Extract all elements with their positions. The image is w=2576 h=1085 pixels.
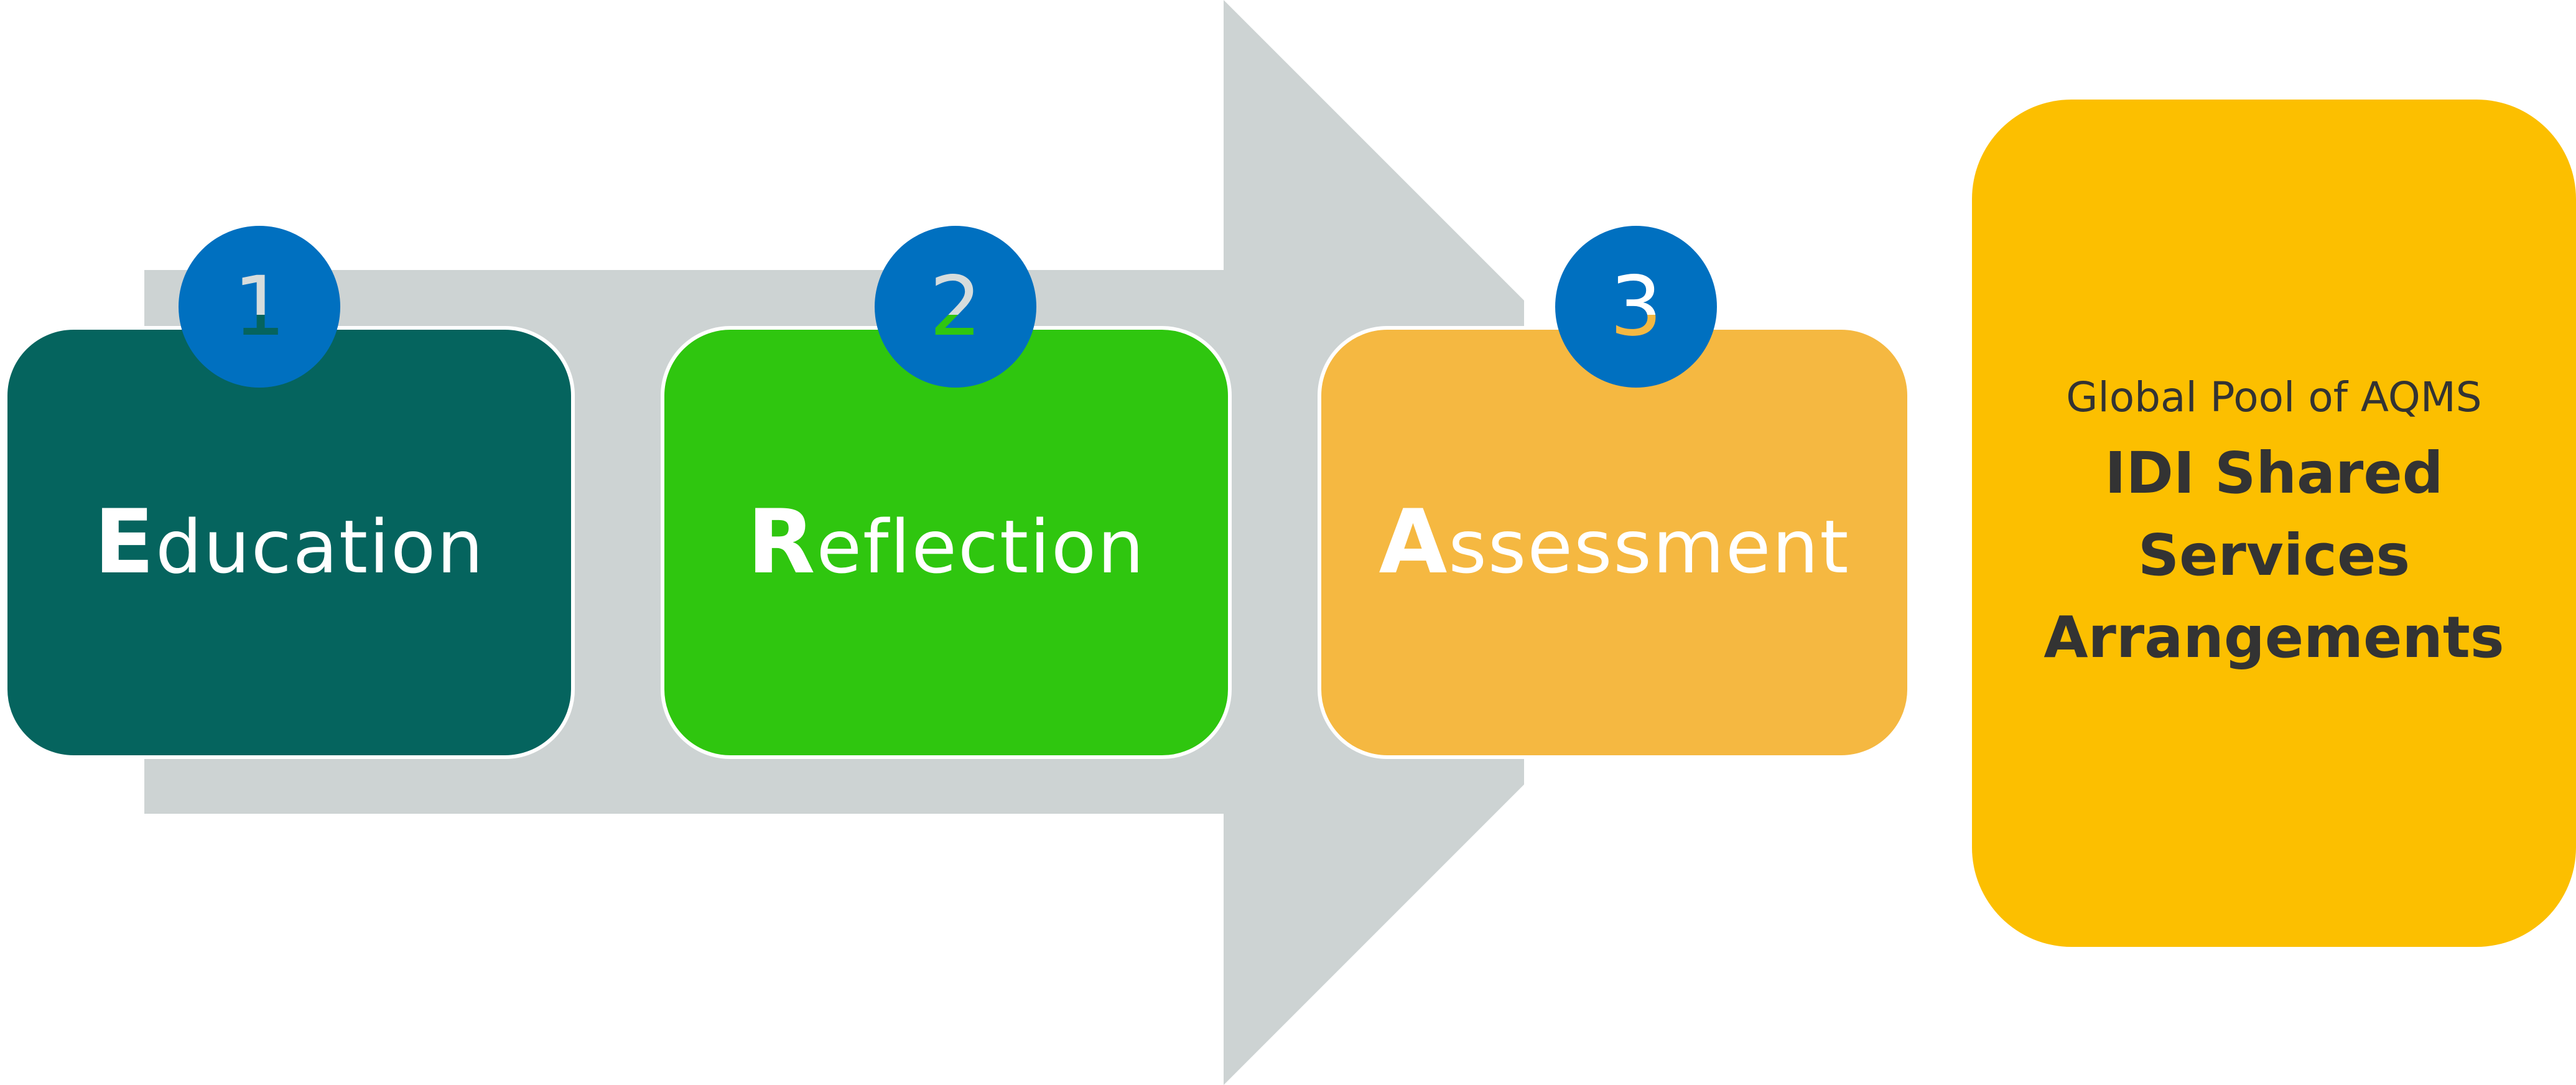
step-label-initial: A — [1379, 491, 1449, 594]
step-box-reflection: Reflection — [661, 326, 1232, 759]
pool-title: IDI Shared Services Arrangements — [2044, 432, 2504, 679]
step-box-education: Education — [4, 326, 575, 759]
step-label-reflection: Reflection — [747, 498, 1145, 587]
step-number-1: 1 — [233, 259, 286, 355]
step-label-education: Education — [94, 498, 485, 587]
step-label-assessment: Assessment — [1379, 498, 1849, 587]
step-number-badge-2: 2 — [875, 226, 1036, 388]
pool-subtitle: Global Pool of AQMS — [2066, 373, 2482, 421]
pool-title-line: IDI Shared — [2104, 440, 2443, 506]
step-box-assessment: Assessment — [1318, 326, 1911, 759]
step-number-badge-3: 3 — [1555, 226, 1717, 388]
step-label-rest: ssessment — [1448, 504, 1850, 590]
step-number-badge-1: 1 — [179, 226, 340, 388]
step-number-2: 2 — [929, 259, 982, 355]
step-label-initial: R — [747, 491, 817, 594]
pool-title-line: Services — [2137, 522, 2411, 589]
pool-title-line: Arrangements — [2044, 604, 2504, 671]
global-pool-box: Global Pool of AQMS IDI Shared Services … — [1972, 100, 2576, 947]
step-label-rest: ducation — [156, 504, 485, 590]
step-label-rest: eflection — [816, 504, 1145, 590]
step-label-initial: E — [94, 491, 156, 594]
step-number-3: 3 — [1610, 259, 1662, 355]
